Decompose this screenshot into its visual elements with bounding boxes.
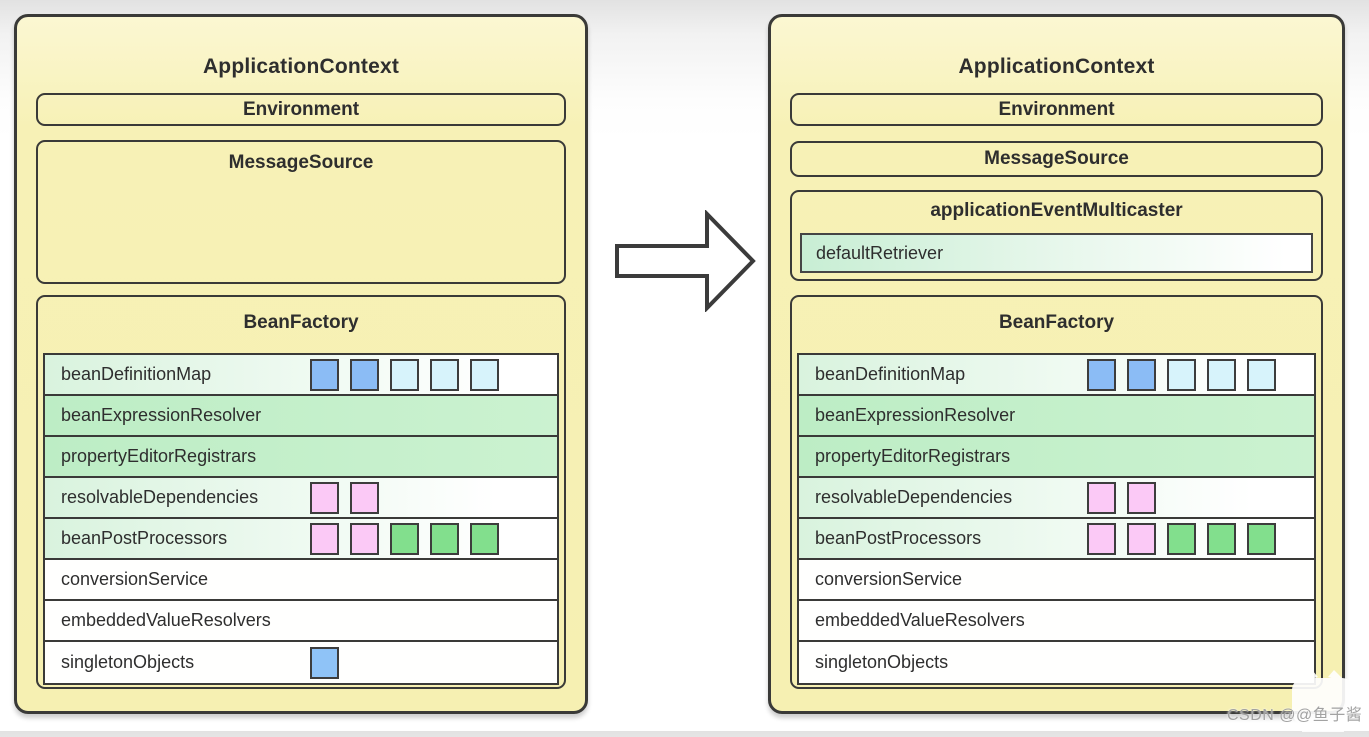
pink-bean-square (1087, 522, 1116, 555)
row-label: conversionService (815, 569, 963, 589)
row-label: beanDefinitionMap (815, 364, 966, 384)
blue-bean-square (350, 358, 379, 391)
pink-bean-square (350, 481, 379, 514)
bean-factory-box: BeanFactory beanDefinitionMap beanExpres… (790, 295, 1323, 689)
bean-factory-table: beanDefinitionMap beanExpressionResolver… (797, 353, 1316, 685)
environment-label: Environment (998, 99, 1115, 120)
row-label: embeddedValueResolvers (61, 610, 271, 630)
row-label: beanPostProcessors (61, 528, 228, 548)
row-label: embeddedValueResolvers (815, 610, 1025, 630)
environment-box: Environment (790, 93, 1323, 126)
row-label: beanDefinitionMap (61, 364, 212, 384)
table-row: beanExpressionResolver (799, 396, 1314, 437)
table-row: beanDefinitionMap (45, 355, 557, 396)
application-event-multicaster-box: applicationEventMulticaster defaultRetri… (790, 190, 1323, 281)
green-bean-square (1207, 522, 1236, 555)
page-title: ApplicationContext (958, 55, 1155, 78)
table-row: propertyEditorRegistrars (45, 437, 557, 478)
table-row: embeddedValueResolvers (45, 601, 557, 642)
watermark-text: CSDN @@鱼子酱 (1227, 707, 1363, 724)
table-row: propertyEditorRegistrars (799, 437, 1314, 478)
bean-squares (310, 642, 339, 683)
pink-bean-square (310, 522, 339, 555)
bean-squares (1087, 355, 1276, 394)
table-row: beanPostProcessors (799, 519, 1314, 560)
environment-label: Environment (242, 99, 360, 120)
application-context-after-panel: ApplicationContext Environment MessageSo… (768, 14, 1345, 714)
table-row: conversionService (799, 560, 1314, 601)
pink-bean-square (1127, 522, 1156, 555)
cyan-bean-square (1167, 358, 1196, 391)
cyan-bean-square (1247, 358, 1276, 391)
row-label: conversionService (61, 569, 209, 589)
table-row: beanPostProcessors (45, 519, 557, 560)
cyan-bean-square (430, 358, 459, 391)
transition-arrow (614, 209, 758, 317)
blue-bean-square (1127, 358, 1156, 391)
pink-bean-square (350, 522, 379, 555)
blue-bean-square (1087, 358, 1116, 391)
row-label: defaultRetriever (816, 242, 944, 263)
default-retriever-row: defaultRetriever (800, 233, 1313, 273)
table-row: conversionService (45, 560, 557, 601)
green-bean-square (1247, 522, 1276, 555)
blue-bean-square (310, 646, 339, 679)
bean-factory-box: BeanFactory beanDefinitionMap beanExpres… (36, 295, 566, 689)
cyan-bean-square (390, 358, 419, 391)
pink-bean-square (310, 481, 339, 514)
table-row: beanExpressionResolver (45, 396, 557, 437)
bean-factory-label: BeanFactory (243, 312, 359, 333)
cyan-bean-square (1207, 358, 1236, 391)
green-bean-square (390, 522, 419, 555)
bean-squares (310, 519, 499, 558)
environment-box: Environment (36, 93, 566, 126)
row-label: propertyEditorRegistrars (815, 446, 1011, 466)
green-bean-square (470, 522, 499, 555)
bean-squares (310, 355, 499, 394)
bean-squares (310, 478, 379, 517)
green-bean-square (430, 522, 459, 555)
table-row: resolvableDependencies (799, 478, 1314, 519)
bean-squares (1087, 478, 1156, 517)
row-label: propertyEditorRegistrars (61, 446, 257, 466)
row-label: resolvableDependencies (815, 487, 1013, 507)
bean-squares (1087, 519, 1276, 558)
bean-factory-label: BeanFactory (998, 312, 1115, 333)
message-source-box: MessageSource (790, 141, 1323, 177)
message-source-label: MessageSource (984, 148, 1129, 169)
row-label: beanExpressionResolver (61, 405, 262, 425)
table-row: resolvableDependencies (45, 478, 557, 519)
row-label: singletonObjects (61, 652, 195, 672)
message-source-box: MessageSource (36, 140, 566, 284)
table-row: singletonObjects (799, 642, 1314, 683)
blue-bean-square (310, 358, 339, 391)
cyan-bean-square (470, 358, 499, 391)
bean-factory-table: beanDefinitionMap beanExpressionResolver… (43, 353, 559, 685)
message-source-label: MessageSource (228, 152, 374, 173)
row-label: resolvableDependencies (61, 487, 259, 507)
right-block-arrow-icon (615, 209, 756, 313)
table-row: embeddedValueResolvers (799, 601, 1314, 642)
pink-bean-square (1127, 481, 1156, 514)
green-bean-square (1167, 522, 1196, 555)
multicaster-label: applicationEventMulticaster (930, 200, 1183, 221)
table-row: singletonObjects (45, 642, 557, 683)
pink-bean-square (1087, 481, 1116, 514)
table-row: beanDefinitionMap (799, 355, 1314, 396)
application-context-before-panel: ApplicationContext Environment MessageSo… (14, 14, 588, 714)
row-label: beanExpressionResolver (815, 405, 1016, 425)
row-label: beanPostProcessors (815, 528, 982, 548)
row-label: singletonObjects (815, 652, 949, 672)
page-title: ApplicationContext (202, 55, 400, 78)
